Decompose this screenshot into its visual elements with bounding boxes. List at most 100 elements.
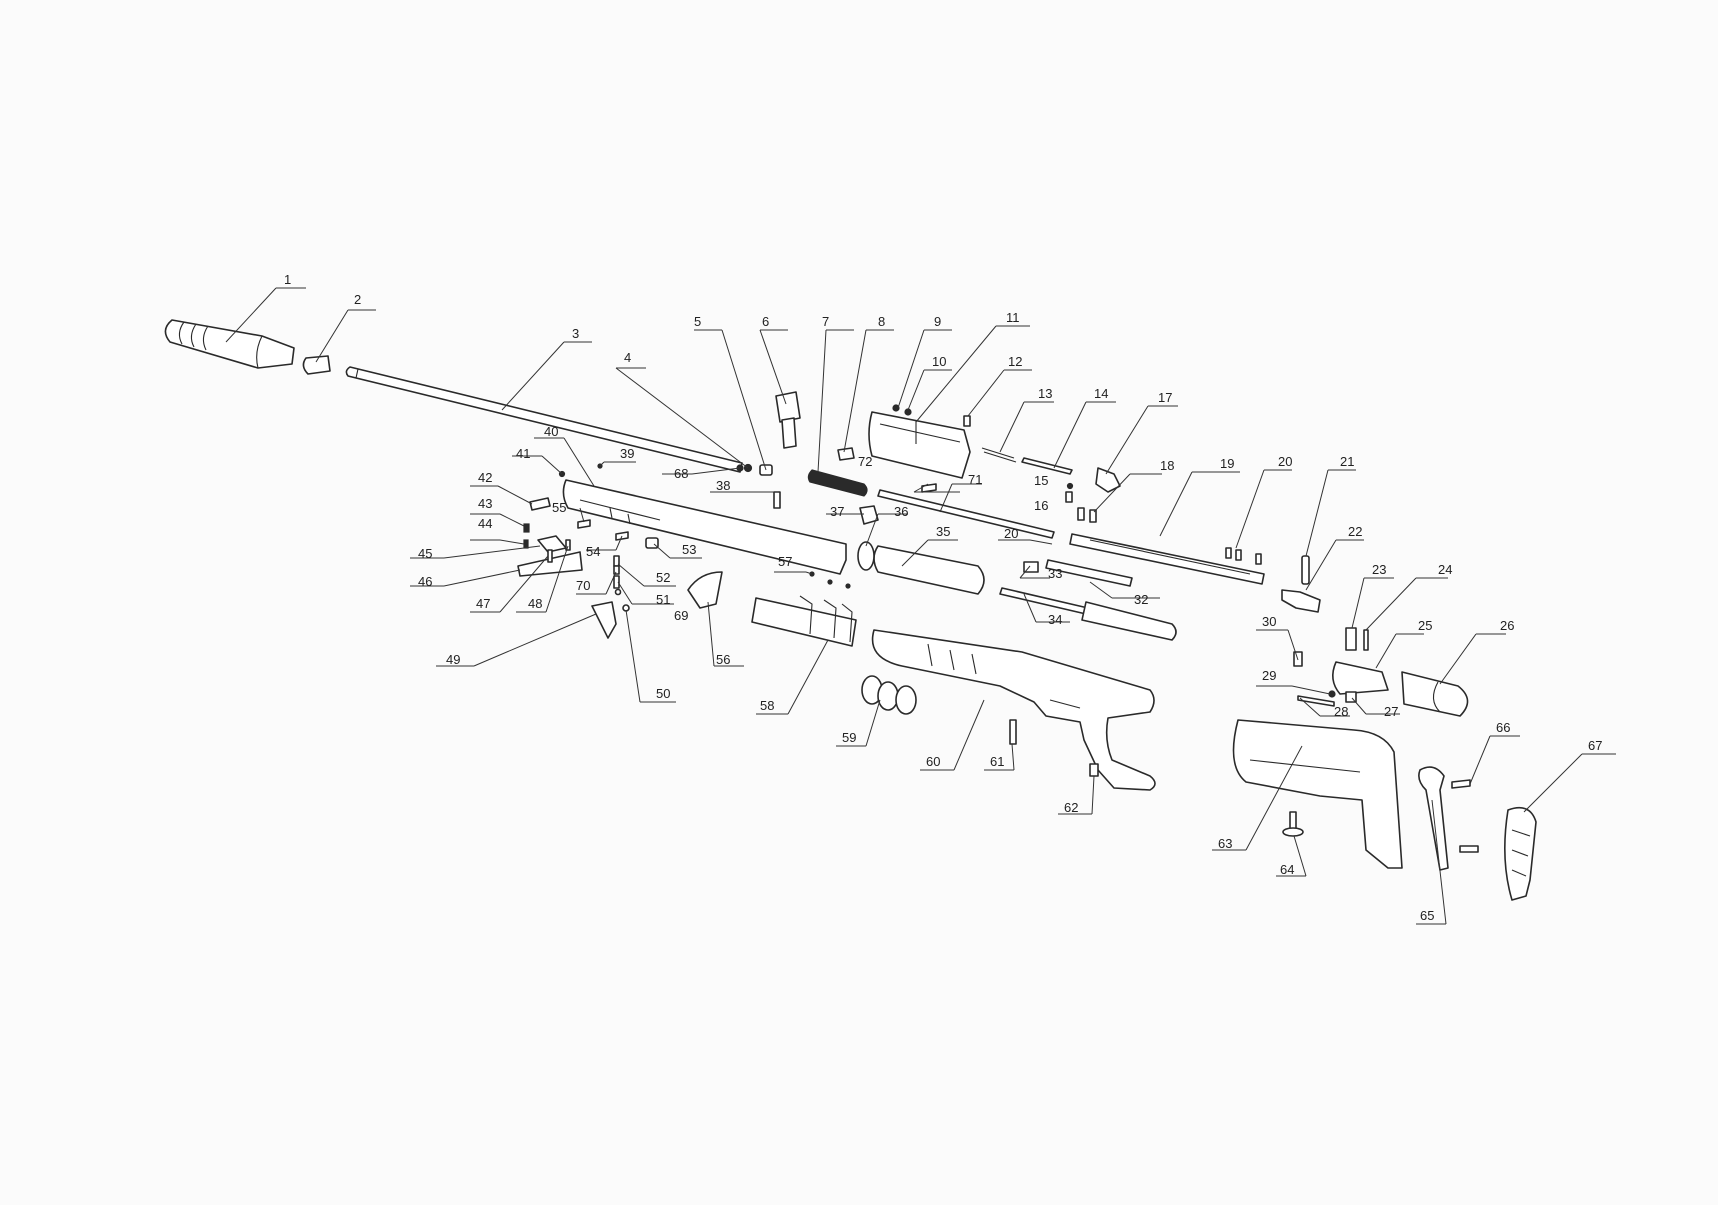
callout-28: 28 <box>1334 704 1348 719</box>
callout-29: 29 <box>1262 668 1276 683</box>
part-35-cylinder <box>873 545 985 595</box>
part-57-screw-c <box>845 583 851 589</box>
callout-48: 48 <box>528 596 542 611</box>
callout-24: 24 <box>1438 562 1452 577</box>
callout-53: 53 <box>682 542 696 557</box>
callout-3: 3 <box>572 326 579 341</box>
part-34-rod <box>999 587 1177 641</box>
part-47-pin <box>547 549 553 563</box>
part-1-moderator <box>164 319 295 369</box>
callout-57: 57 <box>778 554 792 569</box>
callout-38: 38 <box>716 478 730 493</box>
leader-lines <box>225 287 1616 925</box>
callout-65: 65 <box>1420 908 1434 923</box>
callout-22: 22 <box>1348 524 1362 539</box>
part-19-rail <box>1069 533 1265 585</box>
callout-16: 16 <box>1034 498 1048 513</box>
callout-23: 23 <box>1372 562 1386 577</box>
part-2-barrel-sleeve <box>302 355 331 375</box>
callout-32: 32 <box>1134 592 1148 607</box>
callout-33: 33 <box>1048 566 1062 581</box>
callout-46: 46 <box>418 574 432 589</box>
part-42-pin <box>529 497 551 511</box>
part-43-spring <box>523 523 530 533</box>
part-59-knurled-rings <box>861 675 917 715</box>
callout-58: 58 <box>760 698 774 713</box>
callout-10: 10 <box>932 354 946 369</box>
callout-55: 55 <box>552 500 566 515</box>
part-37-cap <box>859 505 879 525</box>
callout-49: 49 <box>446 652 460 667</box>
callout-44: 44 <box>478 516 492 531</box>
part-9-screw <box>892 404 900 412</box>
part-24-pin <box>1363 629 1369 651</box>
part-22-lever <box>1281 589 1321 613</box>
callout-64: 64 <box>1280 862 1294 877</box>
callout-7: 7 <box>822 314 829 329</box>
callout-42: 42 <box>478 470 492 485</box>
part-55-pin <box>577 519 591 529</box>
part-20-screw <box>1225 547 1232 559</box>
callout-1: 1 <box>284 272 291 287</box>
part-32-bar <box>1045 559 1133 587</box>
part-12-screw <box>963 415 971 427</box>
part-56-guard <box>687 571 723 609</box>
part-36-ring <box>857 541 875 571</box>
part-13-spring <box>981 447 1017 463</box>
callout-62: 62 <box>1064 800 1078 815</box>
part-71-rod <box>877 489 1055 539</box>
callout-71: 71 <box>968 472 982 487</box>
part-23-pin <box>1345 627 1357 651</box>
part-51-spring <box>613 575 620 589</box>
part-44-pin <box>523 539 529 549</box>
part-72-screw <box>921 483 937 493</box>
part-57-screw-b <box>827 579 833 585</box>
callout-2: 2 <box>354 292 361 307</box>
part-70-spring <box>613 565 620 575</box>
callout-60: 60 <box>926 754 940 769</box>
callout-63: 63 <box>1218 836 1232 851</box>
part-21-pin <box>1301 555 1310 585</box>
part-11-breech-block <box>868 411 971 479</box>
part-66-screw-b <box>1459 845 1479 853</box>
callout-5: 5 <box>694 314 701 329</box>
parts <box>164 319 1537 901</box>
part-58-mount-rail <box>751 595 857 647</box>
part-8-block <box>837 447 855 461</box>
part-49-trigger <box>591 601 617 639</box>
part-38-screw <box>773 491 781 509</box>
part-26-end-cap <box>1401 671 1469 717</box>
callout-8: 8 <box>878 314 885 329</box>
callout-36: 36 <box>894 504 908 519</box>
callout-13: 13 <box>1038 386 1052 401</box>
part-40-receiver <box>562 479 847 575</box>
part-66-screw <box>1451 779 1471 789</box>
part-16-screw <box>1065 491 1073 503</box>
callout-12: 12 <box>1008 354 1022 369</box>
callout-18: 18 <box>1160 458 1174 473</box>
callout-59: 59 <box>842 730 856 745</box>
callout-21: 21 <box>1340 454 1354 469</box>
part-28-pin <box>1297 695 1335 707</box>
callout-35: 35 <box>936 524 950 539</box>
part-61-screw <box>1009 719 1017 745</box>
callout-56: 56 <box>716 652 730 667</box>
callout-34: 34 <box>1048 612 1062 627</box>
part-17-catch <box>1095 467 1121 493</box>
part-25-housing <box>1332 661 1389 695</box>
callout-9: 9 <box>934 314 941 329</box>
part-20-screw-c <box>1255 553 1262 565</box>
callout-27: 27 <box>1384 704 1398 719</box>
part-3-barrel <box>345 366 743 473</box>
callout-51: 51 <box>656 592 670 607</box>
callout-47: 47 <box>476 596 490 611</box>
part-60-stock <box>871 629 1156 791</box>
callout-37: 37 <box>830 504 844 519</box>
callout-15: 15 <box>1034 473 1048 488</box>
callout-41: 41 <box>516 446 530 461</box>
part-63-buttstock <box>1232 719 1403 869</box>
callout-68: 68 <box>674 466 688 481</box>
callout-30: 30 <box>1262 614 1276 629</box>
callout-39: 39 <box>620 446 634 461</box>
callout-17: 17 <box>1158 390 1172 405</box>
